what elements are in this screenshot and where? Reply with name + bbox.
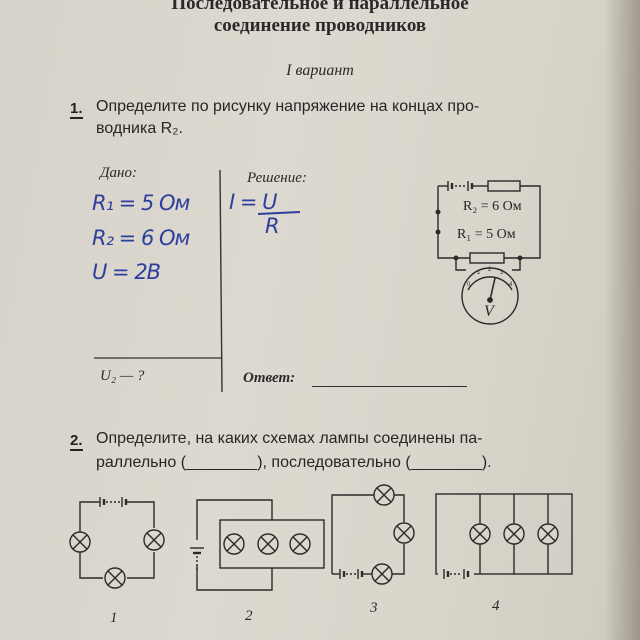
variant-label: I вариант bbox=[286, 62, 354, 79]
schematic-4-number: 4 bbox=[492, 598, 500, 614]
find-label: U₂ — ? bbox=[100, 368, 145, 384]
answer-label: Ответ: bbox=[243, 370, 296, 386]
scale-label-2: 2 bbox=[488, 267, 492, 273]
circuit-junctions bbox=[435, 209, 523, 261]
handwritten-formula-top: I = U bbox=[229, 190, 278, 214]
schematic-4 bbox=[435, 493, 573, 582]
task1-text-line1: Определите по рисунку напряжение на конц… bbox=[96, 98, 480, 115]
scale-label-0: 0 bbox=[467, 282, 471, 288]
schematic-1-number: 1 bbox=[110, 610, 118, 626]
schematic-2-number: 2 bbox=[245, 608, 253, 624]
circuit-r1-label: R₁ = 5 Ом bbox=[457, 227, 516, 242]
scale-label-1: 1 bbox=[477, 270, 481, 276]
circuit-diagram bbox=[437, 180, 541, 325]
task1-number: 1. bbox=[70, 100, 83, 119]
schematic-2 bbox=[190, 499, 325, 591]
voltmeter-label: V bbox=[484, 303, 494, 320]
solution-label: Решение: bbox=[247, 170, 307, 186]
scale-label-3: 3 bbox=[500, 270, 504, 276]
scale-label-4: 4 bbox=[509, 282, 513, 288]
schematic-3 bbox=[331, 484, 415, 585]
task2-text-line1: Определите, на каких схемах лампы соедин… bbox=[96, 430, 483, 447]
handwritten-r1: R₁ = 5 Ом bbox=[92, 191, 190, 215]
handwritten-r2: R₂ = 6 Ом bbox=[92, 226, 190, 250]
given-label: Дано: bbox=[100, 165, 137, 181]
page-title-line1: Последовательное и параллельное bbox=[171, 0, 469, 14]
task1-text-line2: водника R₂. bbox=[96, 120, 183, 137]
table-vertical-line bbox=[219, 169, 223, 393]
handwritten-u: U = 2В bbox=[92, 260, 161, 284]
page-title-line2: соединение проводников bbox=[213, 15, 427, 36]
schematic-3-number: 3 bbox=[370, 600, 378, 616]
task2-number: 2. bbox=[70, 432, 83, 451]
schematic-1 bbox=[69, 497, 165, 589]
handwritten-fraction-bar bbox=[257, 211, 301, 215]
answer-line bbox=[312, 385, 467, 387]
circuit-r2-label: R₂ = 6 Ом bbox=[463, 199, 522, 214]
page-edge-shadow bbox=[604, 0, 640, 640]
task2-text-line2: раллельно (________), последовательно (_… bbox=[96, 454, 492, 471]
handwritten-formula-bottom: R bbox=[265, 214, 280, 238]
